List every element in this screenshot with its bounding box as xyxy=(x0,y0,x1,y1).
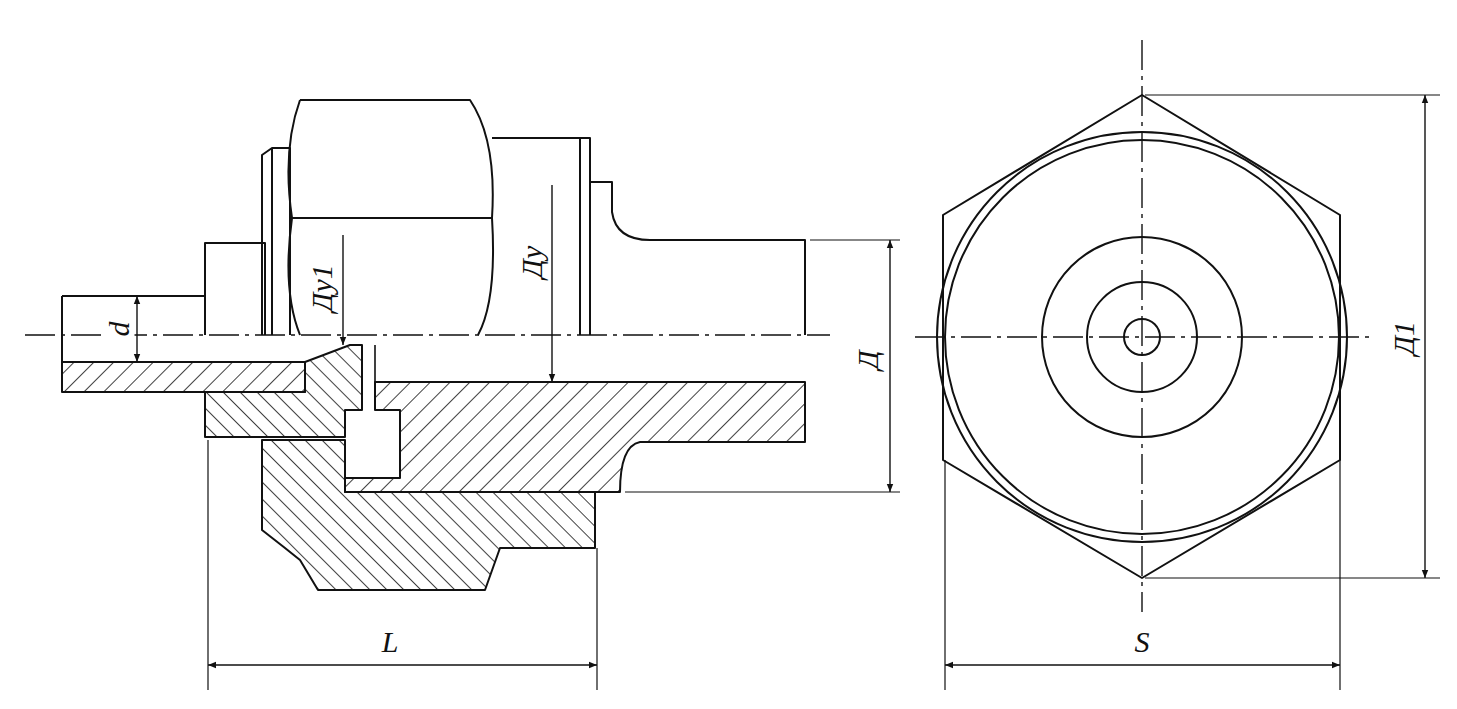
body-section xyxy=(345,382,805,492)
hex-outline xyxy=(943,95,1340,578)
dimension-line xyxy=(342,235,343,345)
nut-section xyxy=(262,440,595,590)
dimension-label: L xyxy=(379,626,402,658)
extension-line xyxy=(625,240,900,492)
dimension-label: Д xyxy=(852,347,884,372)
extension-line xyxy=(1145,95,1440,578)
body-outline xyxy=(590,182,805,335)
body-circle xyxy=(1042,237,1242,437)
nut-collar xyxy=(492,138,590,335)
pipe-section xyxy=(62,362,305,392)
bore-circle xyxy=(1124,319,1160,355)
joint-gap xyxy=(362,345,375,410)
dimension-label: S xyxy=(1132,626,1153,658)
extension-line xyxy=(208,440,597,690)
extension-line xyxy=(945,460,1340,690)
center-line xyxy=(915,40,1370,612)
dimension-line xyxy=(551,185,552,382)
chamfer-circle xyxy=(937,132,1347,542)
nut-hex xyxy=(288,100,493,335)
nipple-outline xyxy=(205,243,265,335)
dimension-line xyxy=(208,664,597,665)
pipe-circle xyxy=(1087,282,1197,392)
dimension-label: Ду1 xyxy=(306,261,338,314)
dimension-label: Ду xyxy=(516,243,548,281)
center-line xyxy=(25,334,830,335)
chamfer-circle xyxy=(945,140,1339,534)
dimension-line xyxy=(136,296,137,362)
nut-flange xyxy=(262,148,290,335)
dimension-line xyxy=(889,240,890,492)
dimension-label: d xyxy=(102,319,134,340)
nipple-section xyxy=(205,345,362,437)
dimension-line xyxy=(945,664,1340,665)
dimension-line xyxy=(1424,95,1425,578)
dimension-label: Д1 xyxy=(1388,318,1420,358)
